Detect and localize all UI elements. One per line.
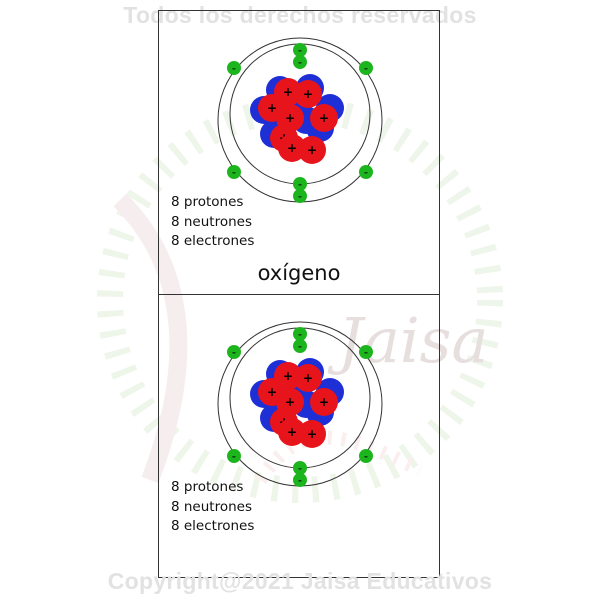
particle-counts: 8 protones 8 neutrones 8 electrones [171, 193, 254, 252]
neutron-count: 8 neutrones [171, 213, 252, 230]
electron-count: 8 electrones [171, 233, 255, 249]
electron: - [227, 165, 241, 179]
proton: + [294, 80, 322, 108]
electron: - [293, 189, 307, 203]
proton: + [278, 134, 306, 162]
proton-sign: + [283, 85, 293, 99]
electron-sign: - [298, 342, 302, 353]
proton: + [278, 418, 306, 446]
electron: - [359, 449, 373, 463]
electron-sign: - [232, 64, 236, 75]
electron-sign: - [298, 476, 302, 487]
proton-sign: + [285, 395, 295, 409]
electron: - [293, 473, 307, 487]
neutron-count: 8 neutrones [171, 498, 252, 515]
electron-sign: - [364, 64, 368, 75]
electron: - [359, 165, 373, 179]
proton-count: 8 protones [171, 479, 244, 495]
proton-sign: + [303, 371, 313, 385]
electron-sign: - [298, 58, 302, 69]
atom-diagram: ++++++++ -------- [217, 37, 383, 203]
watermark-top: Todos los derechos reservados [123, 2, 477, 28]
logo-text: Jaisa [327, 304, 488, 377]
nucleus: ++++++++ [250, 74, 344, 164]
watermark-bottom: Copyright@2021 Jaisa Educativos [107, 568, 493, 594]
electron-count: 8 electrones [171, 518, 255, 534]
electron: - [359, 345, 373, 359]
electron-sign: - [298, 180, 302, 191]
electron: - [293, 43, 307, 57]
proton-sign: + [307, 427, 317, 441]
electron-sign: - [298, 46, 302, 57]
proton: + [294, 364, 322, 392]
nucleus: ++++++++ [250, 358, 344, 448]
proton-sign: + [287, 141, 297, 155]
proton-sign: + [285, 111, 295, 125]
electron: - [227, 345, 241, 359]
proton: + [310, 388, 338, 416]
electron: - [293, 177, 307, 191]
electron: - [293, 461, 307, 475]
proton: + [310, 104, 338, 132]
electron: - [227, 449, 241, 463]
proton-sign: + [307, 143, 317, 157]
electron-sign: - [364, 348, 368, 359]
atom-diagram: ++++++++ -------- [217, 321, 383, 487]
electrons: -------- [227, 43, 373, 203]
electron: - [359, 61, 373, 75]
element-name: oxígeno [257, 261, 341, 285]
electron-sign: - [364, 168, 368, 179]
electron: - [227, 61, 241, 75]
electron-sign: - [232, 168, 236, 179]
electron-sign: - [298, 464, 302, 475]
electron: - [293, 327, 307, 341]
proton-sign: + [319, 111, 329, 125]
electron-sign: - [232, 452, 236, 463]
electron-sign: - [298, 330, 302, 341]
atom-panel-oxygen: ++++++++ -------- 8 protones 8 neutrones… [158, 10, 440, 295]
proton-count: 8 protones [171, 194, 244, 210]
electron-sign: - [232, 348, 236, 359]
electrons: -------- [227, 327, 373, 487]
proton-sign: + [319, 395, 329, 409]
electron-sign: - [298, 192, 302, 203]
electron: - [293, 55, 307, 69]
atom-panel-unlabeled: ++++++++ -------- 8 protones 8 neutrones… [158, 294, 440, 578]
proton-sign: + [303, 87, 313, 101]
proton-sign: + [283, 369, 293, 383]
proton-sign: + [287, 425, 297, 439]
proton-sign: + [267, 385, 277, 399]
proton-sign: + [267, 101, 277, 115]
electron: - [293, 339, 307, 353]
electron-sign: - [364, 452, 368, 463]
particle-counts: 8 protones 8 neutrones 8 electrones [171, 478, 254, 537]
